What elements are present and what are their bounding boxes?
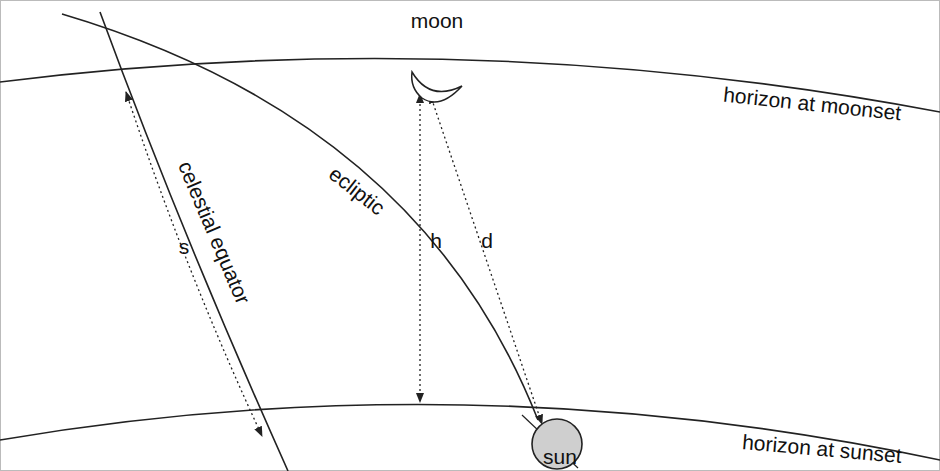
arc-letter: s: [177, 235, 192, 258]
ecliptic-label: ecliptic: [323, 160, 391, 220]
height-letter: h: [428, 229, 444, 252]
sun-disc: [532, 419, 582, 469]
h-arrow: [419, 94, 420, 402]
distance-letter: d: [479, 229, 495, 252]
horizon-label: horizon at sunset: [739, 429, 904, 466]
moon-crescent: [412, 72, 462, 102]
horizon-label: horizon at moonset: [720, 82, 904, 124]
d-arrow: [430, 94, 542, 424]
celestial-equator-line: [100, 12, 288, 471]
ecliptic-line: [62, 14, 538, 420]
moon-label: moon: [409, 9, 466, 32]
s-arrow: [126, 92, 262, 436]
sun-label: sun: [541, 445, 579, 468]
